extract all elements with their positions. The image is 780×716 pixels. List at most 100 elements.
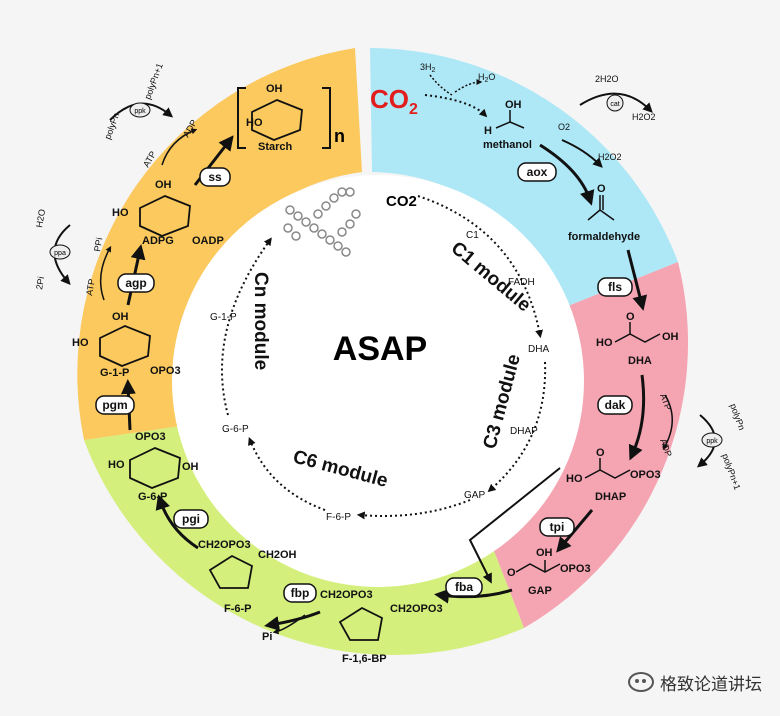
g1p-ring bbox=[99, 325, 151, 367]
cat-h2o2-label: H2O2 bbox=[632, 112, 656, 122]
fbp-arrow bbox=[264, 610, 321, 631]
f6p-label: F-6-P bbox=[224, 603, 252, 615]
h2o2-label: H2O2 bbox=[598, 152, 622, 162]
starch-n: n bbox=[334, 126, 345, 146]
ppk-left-badge bbox=[129, 102, 151, 118]
g6p-ho: HO bbox=[108, 459, 125, 471]
cat-enzyme-badge bbox=[606, 94, 624, 112]
dha-structure bbox=[614, 322, 661, 343]
ppa-enzyme-badge bbox=[49, 244, 71, 260]
g6p-ring bbox=[129, 447, 181, 489]
inner-dha-label: DHA bbox=[528, 344, 549, 355]
ppa-enzyme-label: ppa bbox=[54, 250, 66, 257]
adpg-ho: HO bbox=[112, 207, 129, 219]
adpg-label: ADPG bbox=[142, 235, 174, 247]
ss-enzyme-label: ss bbox=[208, 170, 222, 184]
dak-enzyme-label: dak bbox=[605, 398, 626, 412]
dhap-ho: HO bbox=[566, 473, 583, 485]
cat-cycle-arrow bbox=[579, 92, 653, 113]
dhap-to-fba-arrow bbox=[468, 467, 561, 584]
f16bp-ring bbox=[338, 606, 384, 641]
cn-sector bbox=[77, 48, 362, 440]
agp-atp-label: ATP bbox=[84, 278, 97, 296]
dak-cofactor-arrow bbox=[662, 394, 673, 451]
g1p-opo3: OPO3 bbox=[150, 365, 181, 377]
formaldehyde-label: formaldehyde bbox=[568, 231, 640, 243]
methanol-label: methanol bbox=[483, 139, 532, 151]
gap-o: O bbox=[507, 567, 516, 579]
g1p-ho: HO bbox=[72, 337, 89, 349]
inner-g1p-label: G-1-P bbox=[210, 312, 237, 323]
cat-2h2o-label: 2H2O bbox=[595, 74, 619, 84]
outer-h2-label: 3H2 bbox=[420, 62, 436, 74]
dhap-opo3: OPO3 bbox=[630, 469, 661, 481]
wechat-icon bbox=[628, 672, 654, 692]
dhap-o: O bbox=[596, 447, 605, 459]
watermark-text: 格致论道讲坛 bbox=[660, 674, 762, 695]
fba-arrow bbox=[434, 588, 513, 604]
starch-ho: HO bbox=[246, 117, 263, 129]
outer-co2-label: CO2 bbox=[370, 84, 418, 118]
h2o-output-arrow bbox=[454, 79, 483, 93]
g6p-opo3: OPO3 bbox=[135, 431, 166, 443]
dak-enzyme-badge bbox=[597, 395, 633, 415]
f16bp-label: F-1,6-BP bbox=[342, 653, 387, 665]
ppk-right-label: ppk bbox=[706, 438, 718, 445]
o2-label: O2 bbox=[558, 122, 570, 132]
adpg-oh: OH bbox=[155, 179, 172, 191]
g1p-label: G-1-P bbox=[100, 367, 129, 379]
f6p-ch2opo3: CH2OPO3 bbox=[198, 539, 251, 551]
center-title: ASAP bbox=[333, 330, 427, 368]
inner-c1-label: C1 bbox=[466, 230, 479, 241]
g1p-oh: OH bbox=[112, 311, 129, 323]
dhap-label: DHAP bbox=[595, 491, 626, 503]
pi-release-arrow bbox=[272, 614, 306, 635]
inner-gap-label: GAP bbox=[464, 490, 485, 501]
aox-enzyme-badge bbox=[517, 162, 557, 182]
inner-cycle-cn bbox=[221, 237, 272, 416]
cat-enzyme-label: cat bbox=[610, 101, 619, 108]
adpg-oadp: OADP bbox=[192, 235, 224, 247]
ppa-h2o-label: H2O bbox=[34, 208, 47, 228]
starch-bracket-left bbox=[237, 87, 246, 149]
agp-enzyme-badge bbox=[117, 273, 155, 293]
ppa-2pi-label: 2Pi bbox=[34, 276, 46, 291]
fls-enzyme-badge bbox=[597, 277, 633, 297]
starch-ring bbox=[251, 99, 303, 141]
fba-enzyme-label: fba bbox=[455, 580, 473, 594]
pgm-enzyme-badge bbox=[95, 395, 135, 415]
pgm-enzyme-label: pgm bbox=[102, 398, 127, 412]
cn-module-label: Cn module bbox=[250, 272, 271, 370]
starch-branch-icon bbox=[283, 187, 361, 257]
dhap-structure bbox=[584, 458, 631, 479]
agp-enzyme-label: agp bbox=[125, 276, 146, 290]
outer-h2o-label: H2O bbox=[478, 72, 495, 84]
agp-cofactor-arrow bbox=[99, 245, 112, 301]
methanol-structure bbox=[495, 110, 525, 129]
gap-opo3: OPO3 bbox=[560, 563, 591, 575]
methanol-h: H bbox=[484, 125, 492, 137]
f6p-ch2oh: CH2OH bbox=[258, 549, 297, 561]
watermark: 格致论道讲坛 bbox=[628, 669, 762, 695]
dha-ho: HO bbox=[596, 337, 613, 349]
tpi-enzyme-label: tpi bbox=[550, 520, 565, 534]
inner-fadh-label: FADH bbox=[508, 277, 535, 288]
f6p-ring bbox=[208, 554, 254, 589]
c3-sector bbox=[485, 262, 689, 628]
tpi-enzyme-badge bbox=[539, 517, 575, 537]
inner-disc bbox=[172, 175, 584, 587]
ss-enzyme-badge bbox=[199, 167, 231, 187]
pgi-enzyme-label: pgi bbox=[182, 512, 200, 526]
inner-cycle-c1 bbox=[417, 195, 544, 339]
dha-oh: OH bbox=[662, 331, 679, 343]
formaldehyde-o: O bbox=[597, 183, 606, 195]
ppk-left-label: ppk bbox=[134, 108, 146, 115]
o2-to-h2o2-arrow bbox=[561, 139, 603, 168]
f16bp-ch2opo3-left: CH2OPO3 bbox=[320, 589, 373, 601]
fls-enzyme-label: fls bbox=[608, 280, 622, 294]
gap-oh: OH bbox=[536, 547, 553, 559]
starch-bracket-right bbox=[322, 87, 331, 149]
fbp-enzyme-label: fbp bbox=[291, 586, 310, 600]
